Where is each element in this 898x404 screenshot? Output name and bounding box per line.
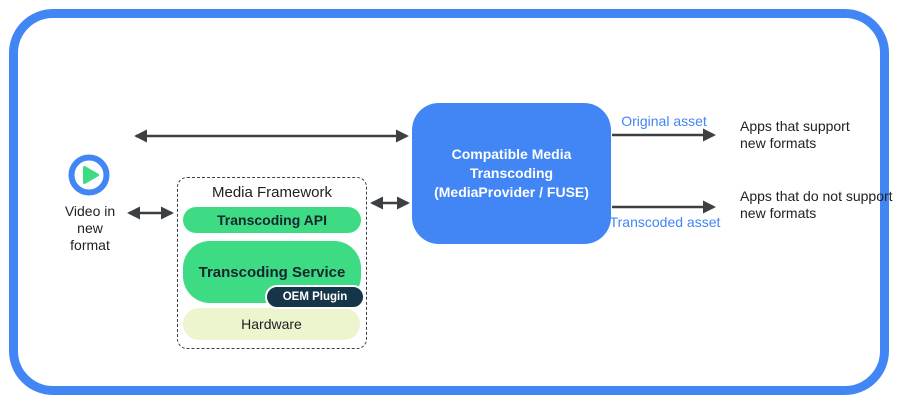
media-framework-title: Media Framework xyxy=(211,184,333,201)
transcoded-asset-label: Transcoded asset xyxy=(609,214,721,230)
transcoding-api-block: Transcoding API xyxy=(183,207,361,233)
transcoder-line-2: Transcoding xyxy=(469,165,554,181)
apps-not-support-new-formats-label: Apps that do not support new formats xyxy=(740,188,893,221)
transcoder-line-1: Compatible Media xyxy=(451,146,572,162)
source-label: Video in new format xyxy=(64,203,116,253)
apps-support-new-formats-label: Apps that support new formats xyxy=(740,118,850,151)
canvas-border xyxy=(9,9,889,395)
transcoder-line-3: (MediaProvider / FUSE) xyxy=(434,184,589,200)
original-asset-label: Original asset xyxy=(621,113,707,129)
media-framework-group xyxy=(177,177,367,349)
play-icon xyxy=(68,154,110,196)
transcoder-box: Compatible Media Transcoding (MediaProvi… xyxy=(412,103,611,244)
oem-plugin-badge: OEM Plugin xyxy=(265,285,365,309)
hardware-block: Hardware xyxy=(183,308,360,340)
